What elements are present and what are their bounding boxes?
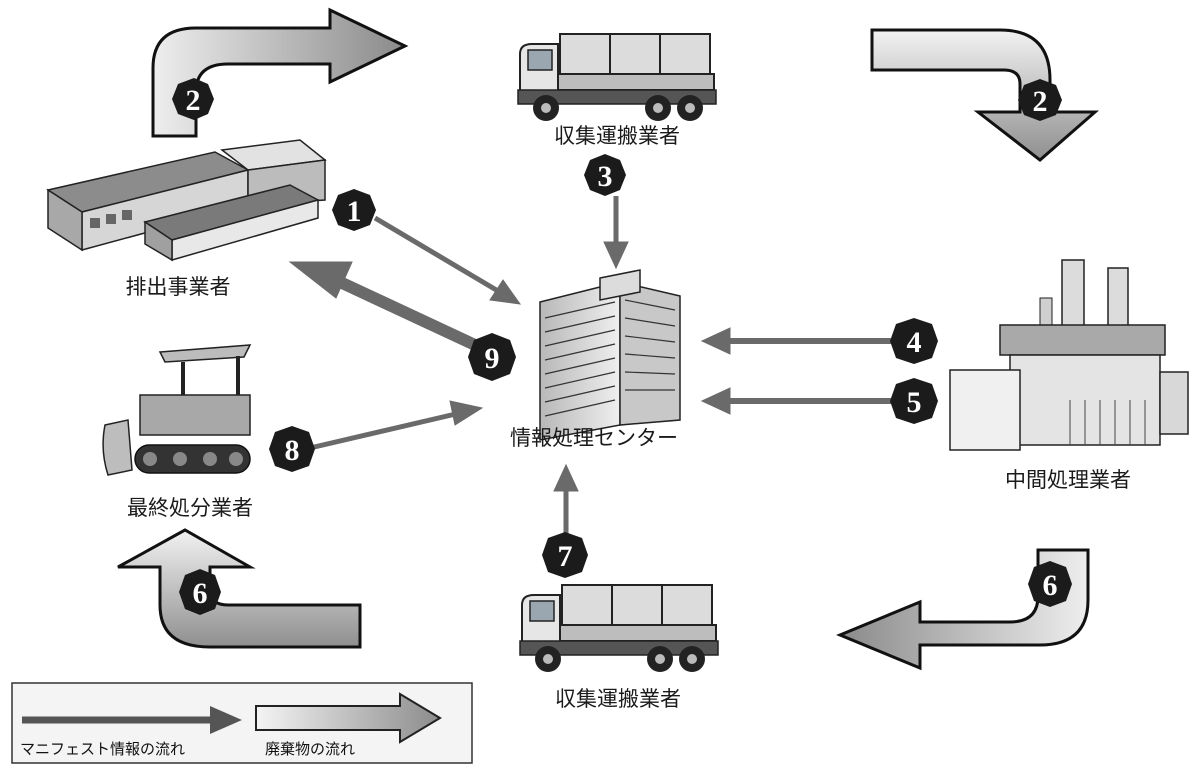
step-badge-7: 7 bbox=[542, 532, 588, 578]
info-arrow-7 bbox=[553, 463, 579, 535]
processing-plant-icon bbox=[949, 259, 1189, 451]
step-badge-6-right: 6 bbox=[1028, 561, 1072, 607]
step-badge-4: 4 bbox=[890, 318, 938, 364]
badge-number: 9 bbox=[485, 342, 500, 375]
legend-manifest-arrow bbox=[22, 706, 242, 734]
badge-number: 1 bbox=[347, 195, 362, 228]
badge-number: 7 bbox=[558, 540, 573, 573]
legend-waste-label: 廃棄物の流れ bbox=[265, 740, 355, 758]
info-arrow-9 bbox=[288, 261, 478, 351]
legend: マニフェスト情報の流れ 廃棄物の流れ bbox=[11, 682, 473, 764]
badge-number: 6 bbox=[1043, 569, 1058, 602]
info-arrow-8 bbox=[309, 400, 484, 451]
step-badge-9: 9 bbox=[468, 333, 516, 381]
step-badge-2-right: 2 bbox=[1018, 79, 1062, 121]
legend-manifest-label: マニフェスト情報の流れ bbox=[20, 740, 185, 758]
step-badge-5: 5 bbox=[890, 378, 938, 424]
info-arrow-5 bbox=[700, 387, 893, 415]
step-badge-2-left: 2 bbox=[172, 78, 214, 120]
step-badge-3: 3 bbox=[584, 154, 626, 196]
dump-truck-icon bbox=[517, 33, 717, 121]
dump-truck-icon bbox=[519, 584, 719, 672]
info-arrow-3 bbox=[603, 196, 629, 270]
info-arrow-1 bbox=[373, 215, 522, 305]
label-info-center: 情報処理センター bbox=[510, 426, 678, 450]
label-discharger: 排出事業者 bbox=[126, 275, 231, 299]
label-collector-top: 収集運搬業者 bbox=[554, 124, 680, 148]
badge-number: 2 bbox=[186, 84, 201, 117]
step-badge-1: 1 bbox=[332, 189, 376, 231]
label-intermediate: 中間処理業者 bbox=[1005, 468, 1131, 492]
office-building-icon bbox=[539, 269, 681, 441]
badge-number: 6 bbox=[193, 577, 208, 610]
factory-icon bbox=[46, 139, 327, 262]
waste-arrow-collector-to-intermediate bbox=[870, 28, 1099, 162]
badge-number: 4 bbox=[907, 326, 922, 359]
badge-number: 5 bbox=[907, 386, 922, 419]
legend-waste-arrow bbox=[255, 692, 442, 744]
step-badge-8: 8 bbox=[269, 426, 315, 472]
label-collector-bottom: 収集運搬業者 bbox=[555, 687, 681, 711]
bulldozer-icon bbox=[102, 344, 252, 476]
info-arrow-4 bbox=[700, 327, 893, 355]
step-badge-6-left: 6 bbox=[179, 569, 221, 615]
badge-number: 8 bbox=[285, 434, 300, 467]
waste-arrow-collector-to-final-disposal bbox=[117, 528, 362, 649]
badge-number: 2 bbox=[1033, 85, 1048, 118]
waste-arrow-intermediate-to-collector bbox=[836, 548, 1090, 671]
badge-number: 3 bbox=[598, 160, 613, 193]
label-final-disposal: 最終処分業者 bbox=[127, 496, 253, 520]
